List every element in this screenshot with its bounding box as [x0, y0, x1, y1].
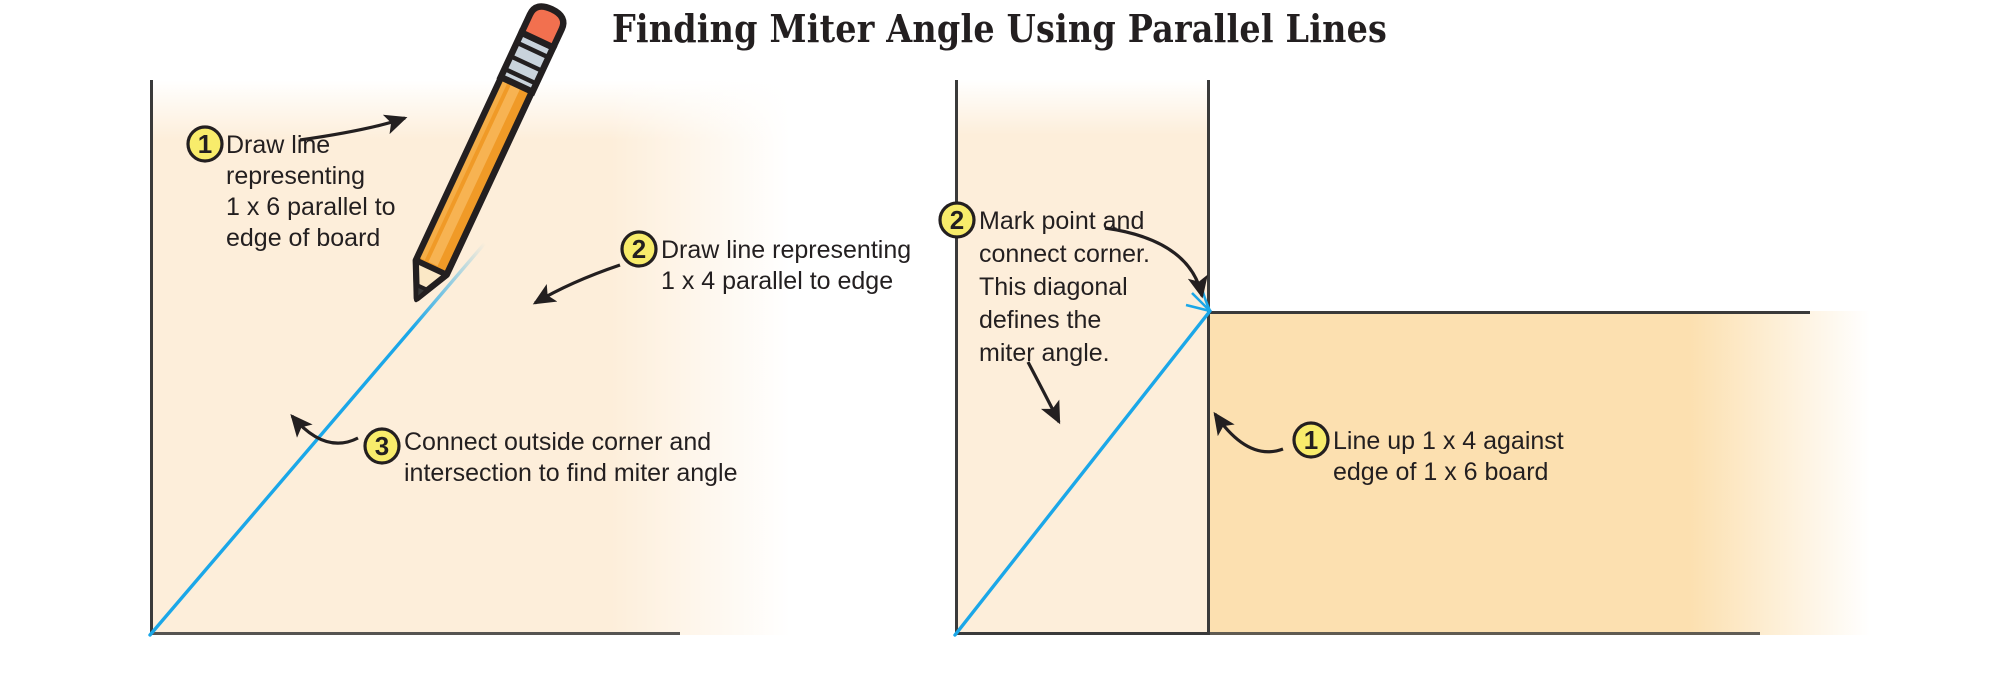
left-guide-lines	[255, 85, 800, 445]
callout-2-left-line-1: Draw line representing	[661, 236, 911, 264]
callout-2-right-badge	[938, 201, 976, 239]
right-figure-group: 2 Mark point and connect corner. This di…	[938, 80, 1870, 637]
callout-3-left-line-1: Connect outside corner and	[404, 428, 711, 456]
callout-1-left-line-1: Draw line	[226, 131, 330, 159]
callout-2-left-number: 2	[632, 234, 646, 264]
callout-1-left-line-2: representing	[226, 162, 365, 190]
callout-2-right-number: 2	[950, 205, 964, 235]
callout-2-right-line-3: This diagonal	[979, 273, 1128, 301]
callout-1-right-line-2: edge of 1 x 6 board	[1333, 458, 1548, 486]
right-board-1x4	[1210, 311, 1870, 635]
callout-2-left[interactable]: 2 Draw line representing 1 x 4 parallel …	[532, 230, 911, 305]
right-board-1x6	[955, 80, 1210, 635]
callout-1-right-badge	[1292, 421, 1330, 459]
callout-3-left-line-2: intersection to find miter angle	[404, 459, 738, 487]
right-miter-diagonal	[953, 309, 1212, 637]
callout-2-left-line-2: 1 x 4 parallel to edge	[661, 267, 893, 295]
callout-3-left-number: 3	[375, 431, 389, 461]
callout-3-left[interactable]: 3 Connect outside corner and intersectio…	[290, 414, 738, 487]
callout-2-right-line-5: miter angle.	[979, 339, 1110, 367]
callout-1-right-line-1: Line up 1 x 4 against	[1333, 427, 1564, 455]
callout-3-left-badge	[363, 427, 401, 465]
callout-1-left[interactable]: 1 Draw line representing 1 x 6 parallel …	[186, 114, 408, 252]
callout-2-right-line-4: defines the	[979, 306, 1101, 334]
callout-2-right-line-1: Mark point and	[979, 207, 1144, 235]
page-title: Finding Miter Angle Using Parallel Lines	[611, 6, 1388, 51]
callout-1-left-number: 1	[198, 129, 212, 159]
callout-1-right[interactable]: 1 Line up 1 x 4 against edge of 1 x 6 bo…	[1213, 411, 1564, 486]
callout-2-right-line-2: connect corner.	[979, 240, 1150, 268]
callout-1-left-badge	[186, 125, 224, 163]
callout-2-right[interactable]: 2 Mark point and connect corner. This di…	[938, 201, 1208, 425]
callout-1-left-line-3: 1 x 6 parallel to	[226, 193, 396, 221]
callout-1-left-line-4: edge of board	[226, 224, 380, 252]
callout-1-right-number: 1	[1304, 425, 1318, 455]
callout-2-left-badge	[620, 230, 658, 268]
pencil-icon	[412, 3, 567, 303]
